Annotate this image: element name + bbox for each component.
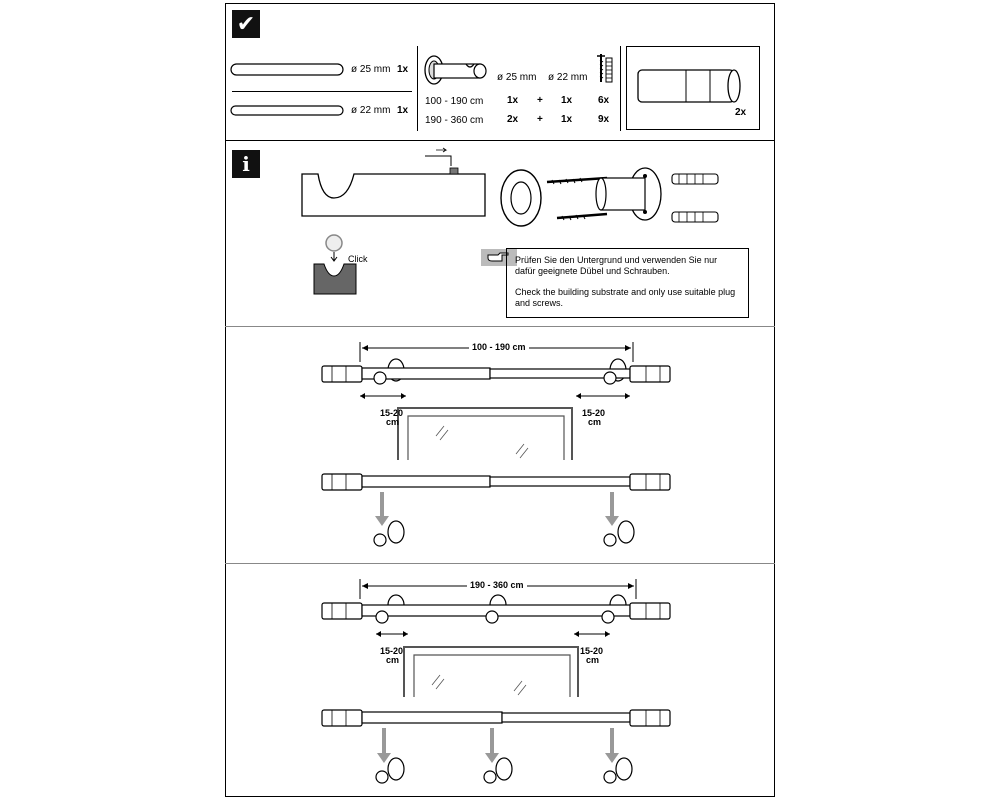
install-diagram-large (321, 579, 671, 784)
click-detail-icon (313, 234, 357, 295)
qty-row-2-screws: 9x (598, 114, 610, 125)
click-label: Click (348, 254, 368, 264)
small-offset-right: 15-20 (582, 408, 606, 418)
divider-info-install (225, 326, 775, 327)
contents-separator-left (417, 46, 418, 131)
qty-row-2-plus: + (537, 114, 543, 125)
info-icon: i (232, 150, 260, 178)
rod-22-icon (230, 105, 344, 116)
substrate-warning-note: Prüfen Sie den Untergrund und verwenden … (506, 248, 749, 318)
small-offset-left-unit: cm (386, 417, 400, 427)
small-offset-left: 15-20 (380, 408, 404, 418)
qty-row-2-q25: 2x (507, 114, 519, 125)
bracket-header-22: ø 22 mm (548, 72, 588, 83)
note-text-english: Check the building substrate and only us… (515, 287, 736, 308)
large-offset-right: 15-20 (580, 646, 604, 656)
large-offset-left-unit: cm (386, 655, 400, 665)
parts-divider (232, 91, 412, 92)
rod-22-label: ø 22 mm (351, 105, 391, 116)
qty-row-1-range: 100 - 190 cm (425, 96, 484, 107)
qty-row-2-range: 190 - 360 cm (425, 115, 484, 126)
check-mark-icon: ✔ (232, 10, 260, 38)
small-width-label: 100 - 190 cm (469, 342, 529, 352)
bracket-header-25: ø 25 mm (497, 72, 537, 83)
large-offset-right-unit: cm (586, 655, 600, 665)
large-width-label: 190 - 360 cm (467, 580, 527, 590)
install-diagram-small (321, 342, 671, 547)
screw-plug-icon (597, 54, 613, 83)
rod-25-qty: 1x (397, 64, 409, 75)
qty-row-1-plus: + (537, 95, 543, 106)
note-text-german: Prüfen Sie den Untergrund und verwenden … (515, 255, 718, 276)
finial-box (626, 46, 760, 130)
qty-row-2-q22: 1x (561, 114, 573, 125)
divider-contents-info (225, 140, 775, 141)
finial-icon (637, 69, 741, 103)
bracket-exploded-view-icon (500, 167, 719, 227)
qty-row-1-q22: 1x (561, 95, 573, 106)
bracket-side-view-icon (301, 147, 486, 217)
qty-row-1-screws: 6x (598, 95, 610, 106)
rod-22-qty: 1x (397, 105, 409, 116)
pointing-hand-icon (481, 249, 517, 266)
small-offset-right-unit: cm (588, 417, 602, 427)
large-offset-left: 15-20 (380, 646, 404, 656)
contents-separator-right (620, 46, 621, 131)
qty-row-1-q25: 1x (507, 95, 519, 106)
rod-25-label: ø 25 mm (351, 64, 391, 75)
rod-25-icon (230, 63, 344, 76)
instruction-sheet-frame (225, 3, 775, 797)
bracket-icon (424, 55, 487, 85)
finial-qty: 2x (735, 107, 747, 118)
divider-install-small-large (225, 563, 775, 564)
